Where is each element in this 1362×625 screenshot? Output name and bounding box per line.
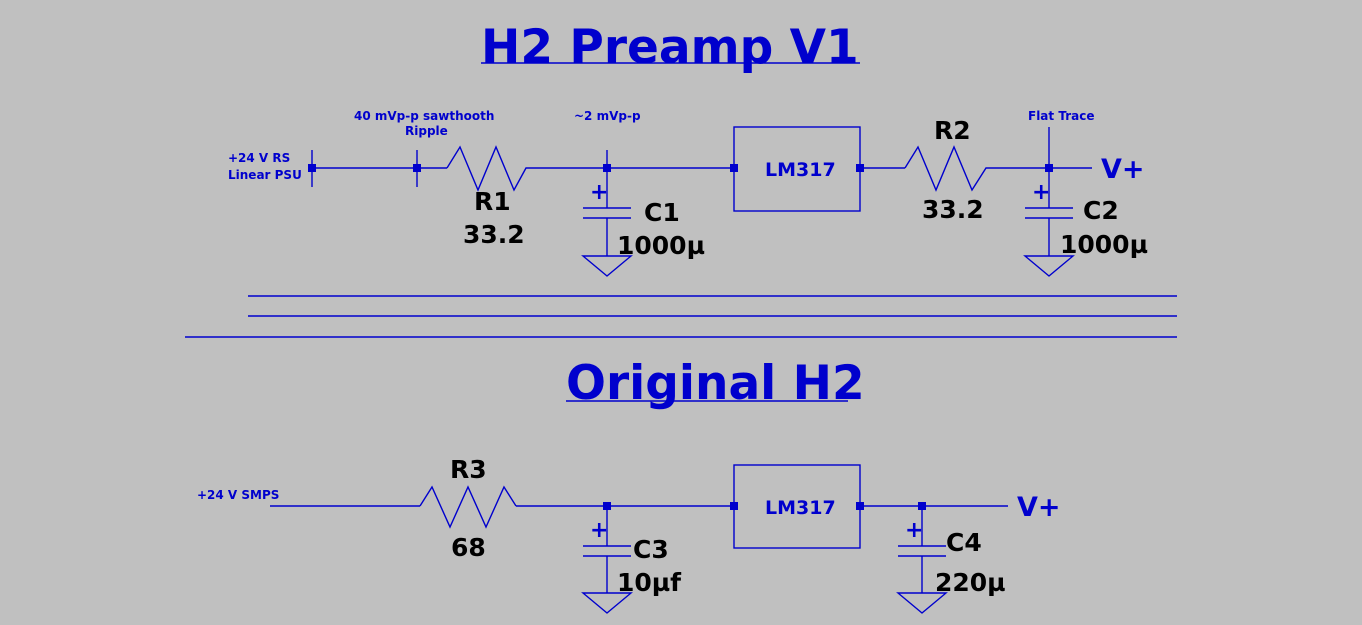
- bottom-source-label: +24 V SMPS: [197, 488, 279, 502]
- r3-resistor: [419, 485, 517, 529]
- c1-capacitor: [583, 207, 631, 256]
- separator-lines: [185, 295, 1177, 338]
- flat-trace-label: Flat Trace: [1028, 109, 1094, 123]
- top-junctions: [308, 164, 1053, 172]
- after-r1-label: ~2 mVp-p: [574, 109, 641, 123]
- top-source-label-2: Linear PSU: [228, 168, 302, 182]
- c4-name: C4: [946, 528, 982, 557]
- top-regulator-label: LM317: [765, 159, 836, 181]
- r3-value: 68: [451, 533, 486, 562]
- c2-name: C2: [1083, 196, 1119, 225]
- c2-value: 1000µ: [1060, 230, 1148, 259]
- c4-polarity: +: [905, 518, 923, 543]
- bottom-title: Original H2: [566, 356, 865, 411]
- c3-capacitor: [583, 545, 631, 593]
- r2-name: R2: [934, 116, 971, 145]
- c2-ground-icon: [1023, 255, 1075, 277]
- ripple-label-1: 40 mVp-p sawthooth: [354, 109, 494, 123]
- c1-polarity: +: [590, 180, 608, 205]
- c3-polarity: +: [590, 518, 608, 543]
- r2-value: 33.2: [922, 195, 984, 224]
- c3-value: 10µf: [617, 568, 682, 597]
- c4-capacitor: [898, 545, 946, 593]
- top-title: H2 Preamp V1: [481, 20, 859, 75]
- r1-resistor: [446, 145, 535, 192]
- r1-value: 33.2: [463, 220, 525, 249]
- r3-name: R3: [450, 455, 487, 484]
- bottom-junctions: [603, 502, 926, 510]
- c3-ground-icon: [581, 592, 633, 614]
- ripple-label-2: Ripple: [405, 124, 448, 138]
- c1-name: C1: [644, 198, 680, 227]
- top-output-label: V+: [1101, 154, 1145, 185]
- bottom-regulator-label: LM317: [765, 497, 836, 519]
- top-source-label-1: +24 V RS: [228, 151, 290, 165]
- c4-ground-icon: [896, 592, 948, 614]
- r1-name: R1: [474, 187, 511, 216]
- bottom-output-label: V+: [1017, 492, 1061, 523]
- c2-polarity: +: [1032, 180, 1050, 205]
- c4-value: 220µ: [935, 568, 1006, 597]
- r2-resistor: [904, 145, 995, 192]
- c3-name: C3: [633, 535, 669, 564]
- c1-value: 1000µ: [617, 231, 705, 260]
- bottom-wires: [270, 505, 1008, 546]
- c1-ground-icon: [581, 255, 633, 277]
- c2-capacitor: [1025, 207, 1073, 256]
